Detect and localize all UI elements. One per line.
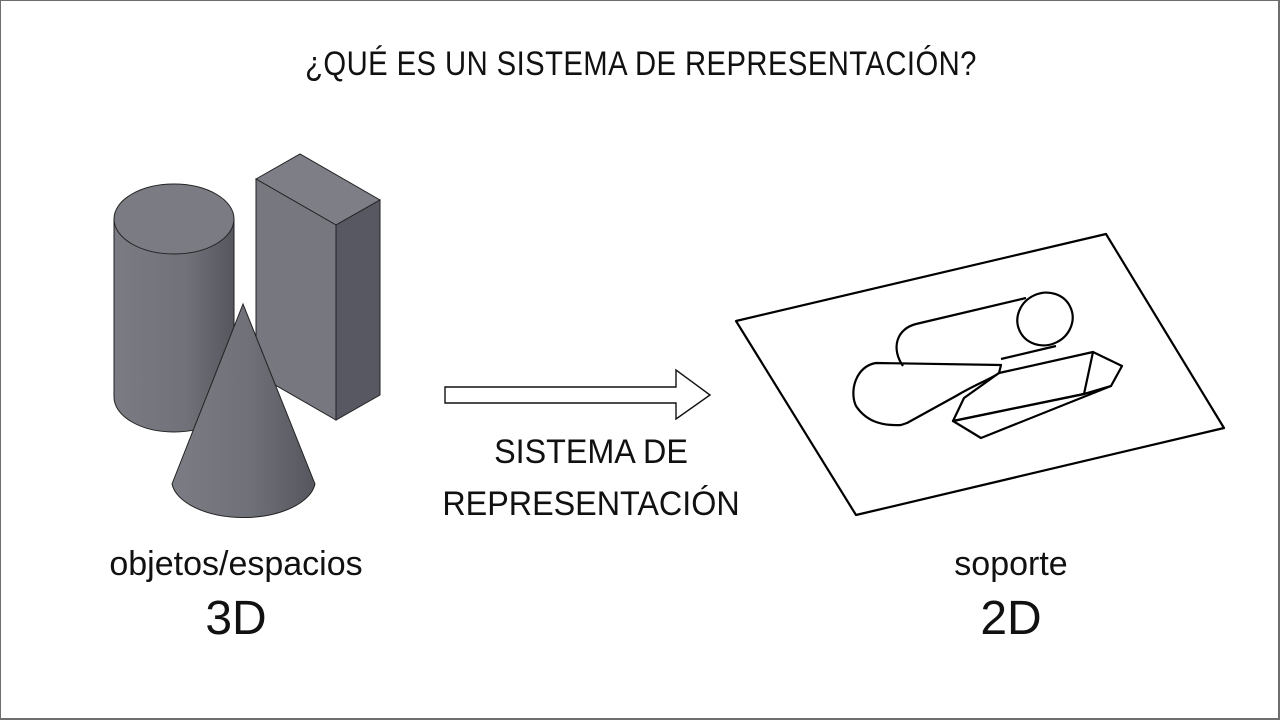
arrow-caption-line2: REPRESENTACIÓN bbox=[442, 485, 740, 523]
left-caption: objetos/espacios bbox=[109, 545, 363, 583]
arrow-caption-line1: SISTEMA DE bbox=[494, 433, 688, 471]
cylinder-outline-icon bbox=[895, 291, 1074, 367]
prism-outline-icon bbox=[951, 350, 1124, 440]
right-caption: soporte bbox=[954, 545, 1068, 583]
left-dimension: 3D bbox=[205, 592, 267, 645]
cylinder-solid-icon bbox=[113, 183, 235, 433]
cone-solid-icon bbox=[171, 302, 316, 519]
transform-arrow-icon bbox=[444, 368, 712, 421]
solid-objects-3d bbox=[113, 153, 382, 519]
slide-title: ¿QUÉ ES UN SISTEMA DE REPRESENTACIÓN? bbox=[305, 45, 977, 83]
support-sheet-drawing bbox=[734, 232, 1226, 517]
right-dimension: 2D bbox=[980, 592, 1042, 645]
prism-solid-icon bbox=[254, 153, 382, 421]
sheet-outline-icon bbox=[734, 232, 1226, 517]
cone-outline-icon bbox=[852, 361, 1003, 427]
